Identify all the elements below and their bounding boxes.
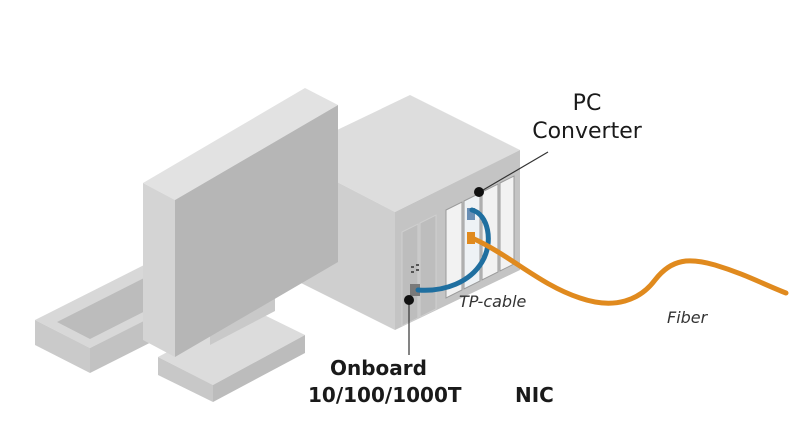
onboard-led	[411, 266, 414, 268]
pc-converter-label: PC Converter	[527, 90, 647, 146]
pc-converter-marker	[474, 187, 484, 197]
pc-converter-label-line1: PC	[572, 91, 602, 116]
stand-top	[158, 308, 305, 385]
onboard-led	[416, 269, 419, 271]
pc-converter-label-line2: Converter	[532, 119, 642, 144]
monitor-top	[143, 88, 338, 200]
fiber-cable	[469, 235, 789, 306]
stand-side	[213, 335, 305, 402]
onboard-speed-label: 10/100/1000T	[308, 383, 462, 407]
onboard-label: Onboard	[330, 356, 427, 380]
drive-bay	[401, 223, 419, 327]
onboard-led	[411, 271, 414, 273]
converter-rj45-port	[467, 208, 475, 220]
tp-cable	[415, 207, 491, 293]
monitor-side	[143, 183, 175, 357]
stand-front	[158, 357, 213, 402]
monitor-screen-back	[175, 105, 338, 357]
expansion-slot	[445, 201, 463, 299]
onboard-led	[416, 264, 419, 266]
drive-bay	[419, 214, 437, 318]
onboard-nic-marker	[404, 295, 414, 305]
nic-label: NIC	[515, 383, 554, 407]
tp-cable-label: TP-cable	[459, 292, 527, 311]
pc-converter-leader	[477, 151, 549, 194]
fiber-label: Fiber	[667, 308, 708, 327]
monitor	[143, 88, 338, 357]
keyboard-front	[35, 320, 90, 373]
onboard-nic-port	[410, 284, 420, 296]
tower-top	[285, 95, 520, 212]
